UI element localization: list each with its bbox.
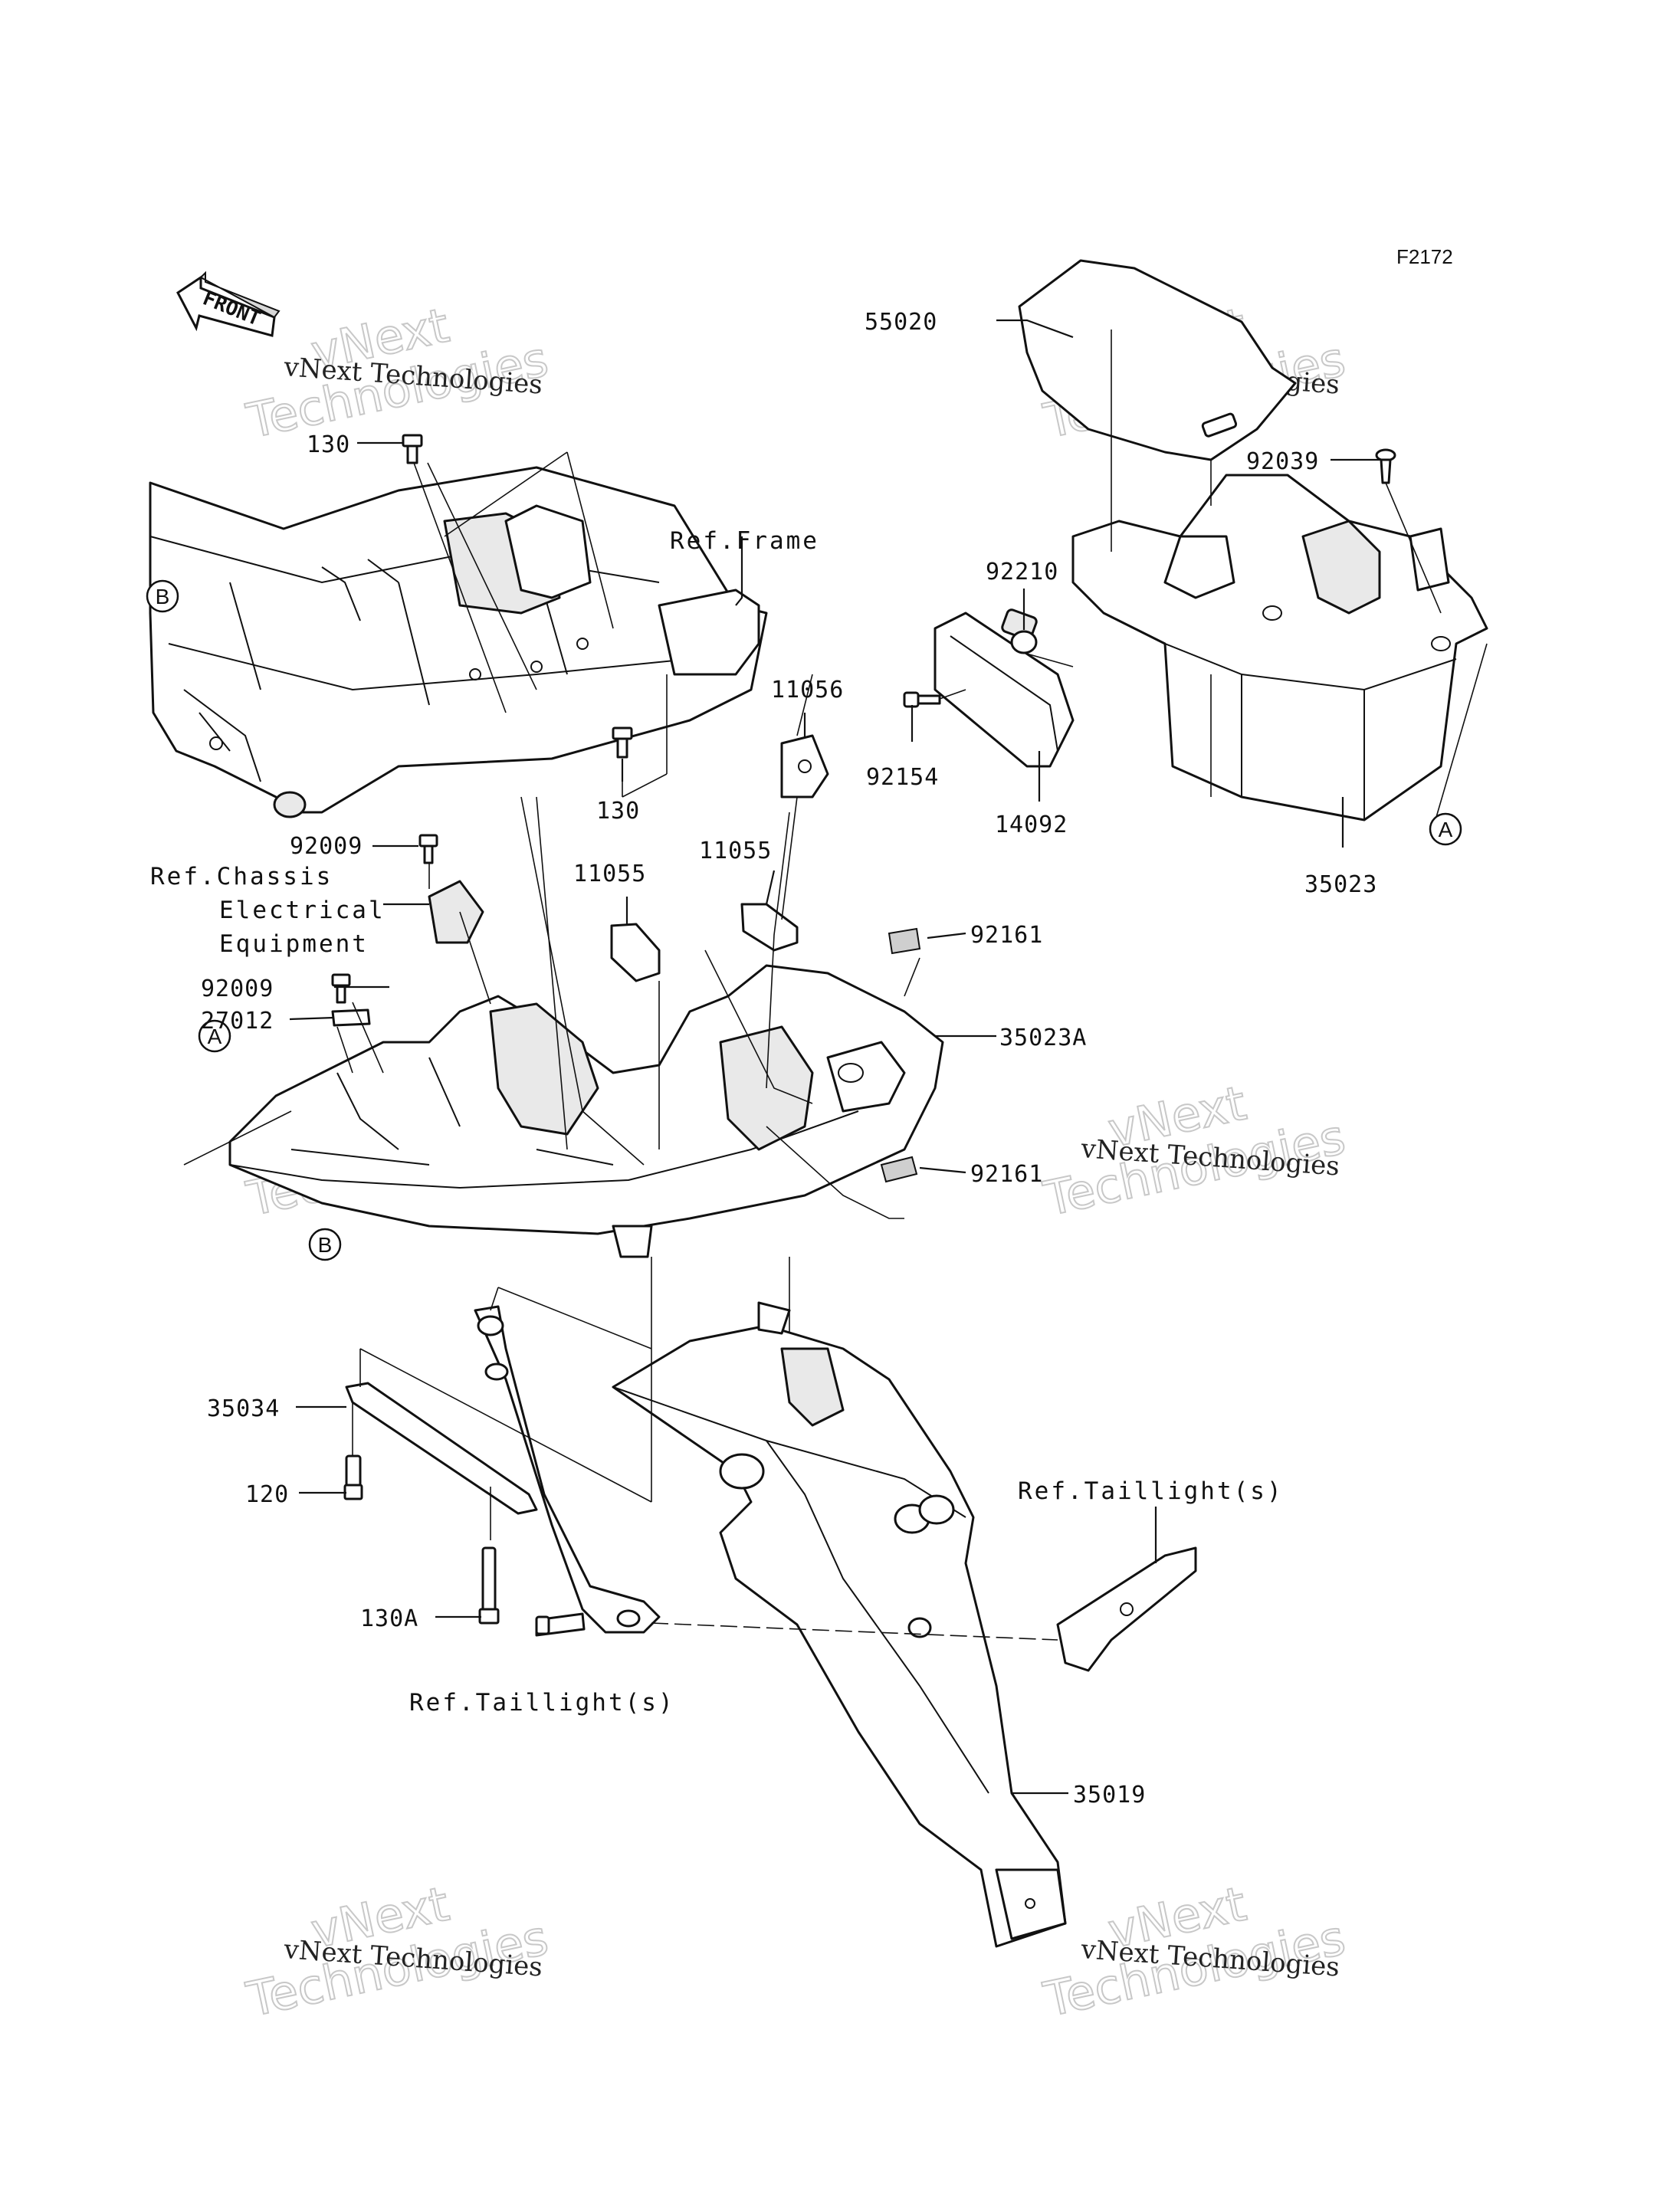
- part-label-130-mid: 130: [596, 798, 640, 825]
- part-label-35023: 35023: [1304, 871, 1377, 898]
- part-label-55020: 55020: [865, 309, 937, 336]
- cover-55020: [1018, 259, 1297, 461]
- clip-92039-icon: [1375, 448, 1396, 484]
- bolt-92009-b-icon: [331, 973, 351, 1004]
- bolt-taillight-icon: [535, 1615, 550, 1635]
- clamp-11055-left-shape: [610, 923, 661, 982]
- callout-b-text: B: [156, 585, 170, 608]
- figure-id: F2172: [1396, 245, 1453, 268]
- part-label-120: 120: [245, 1481, 289, 1508]
- small-parts: [331, 630, 1197, 1672]
- bracket-35034: [345, 1305, 661, 1637]
- part-label-35034: 35034: [207, 1395, 280, 1422]
- clip-27012-shape: [331, 1008, 371, 1027]
- part-label-27012: 27012: [201, 1008, 274, 1035]
- part-label-92210: 92210: [986, 559, 1058, 585]
- part-labels: 55020 92039 130 92210 11056 92154 130 14…: [201, 309, 1377, 1808]
- callout-a-left: A: [198, 1019, 231, 1053]
- part-label-92161-bottom: 92161: [970, 1161, 1043, 1188]
- part-label-14092: 14092: [995, 812, 1068, 838]
- part-label-11055-right: 11055: [699, 838, 772, 864]
- part-label-11055-left: 11055: [573, 861, 646, 887]
- callouts: B A B A: [146, 579, 1462, 1261]
- part-label-35019: 35019: [1073, 1782, 1146, 1808]
- part-label-130-top: 130: [307, 431, 350, 458]
- part-label-130a: 130A: [360, 1605, 418, 1632]
- ref-chassis-label-line3: Equipment: [219, 930, 369, 958]
- assembly-lines: [183, 330, 1488, 1641]
- bolt-92009-a-icon: [418, 834, 438, 864]
- ref-frame-label: Ref.Frame: [670, 527, 819, 555]
- inner-fender-35023a: [228, 964, 944, 1258]
- callout-b-text: B: [318, 1233, 333, 1257]
- bolt-130a-icon: [478, 1608, 500, 1625]
- clamp-11055-right-shape: [740, 903, 799, 952]
- ref-taillight-label-left: Ref.Taillight(s): [409, 1689, 675, 1717]
- taillight-bracket-shape: [1056, 1546, 1197, 1672]
- bolt-130-top-icon: [402, 434, 423, 464]
- part-label-92161-top: 92161: [970, 922, 1043, 949]
- bolt-120-icon: [343, 1484, 363, 1500]
- ref-chassis-label-line1: Ref.Chassis: [150, 863, 333, 890]
- pad-92161-top-shape: [888, 927, 921, 955]
- pad-92161-bottom-shape: [880, 1156, 918, 1183]
- part-label-11056: 11056: [771, 677, 844, 703]
- callout-a-text: A: [208, 1025, 222, 1048]
- battery-case-35023: [1071, 474, 1488, 821]
- callout-b-top: B: [146, 579, 179, 613]
- part-label-92039: 92039: [1246, 448, 1319, 475]
- callout-a-right: A: [1429, 812, 1462, 846]
- collar-92210-shape: [1010, 630, 1038, 654]
- ref-taillight-label-right: Ref.Taillight(s): [1018, 1477, 1284, 1505]
- ecu-cover-14092: [934, 608, 1075, 768]
- bracket-11056-shape: [780, 734, 829, 798]
- rear-fender-35019: [612, 1301, 1067, 1948]
- part-label-92009-b: 92009: [201, 976, 274, 1002]
- clamp-92009-shape: [428, 880, 484, 944]
- leader-lines: [289, 319, 1380, 1795]
- bolt-130-mid-icon: [612, 726, 633, 759]
- fasteners: [331, 434, 1396, 1635]
- frame-assembly: [149, 466, 768, 818]
- part-label-92009-a: 92009: [290, 833, 363, 860]
- screw-92154-icon: [903, 691, 941, 708]
- callout-b-bottom: B: [308, 1228, 342, 1261]
- callout-a-text: A: [1439, 818, 1453, 841]
- part-label-35023a: 35023A: [999, 1025, 1087, 1051]
- part-label-92154: 92154: [866, 764, 939, 791]
- reference-labels: Ref.Frame Ref.Chassis Electrical Equipme…: [150, 527, 1284, 1717]
- ref-chassis-label-line2: Electrical: [219, 897, 386, 924]
- front-arrow-icon: FRONT: [176, 271, 281, 337]
